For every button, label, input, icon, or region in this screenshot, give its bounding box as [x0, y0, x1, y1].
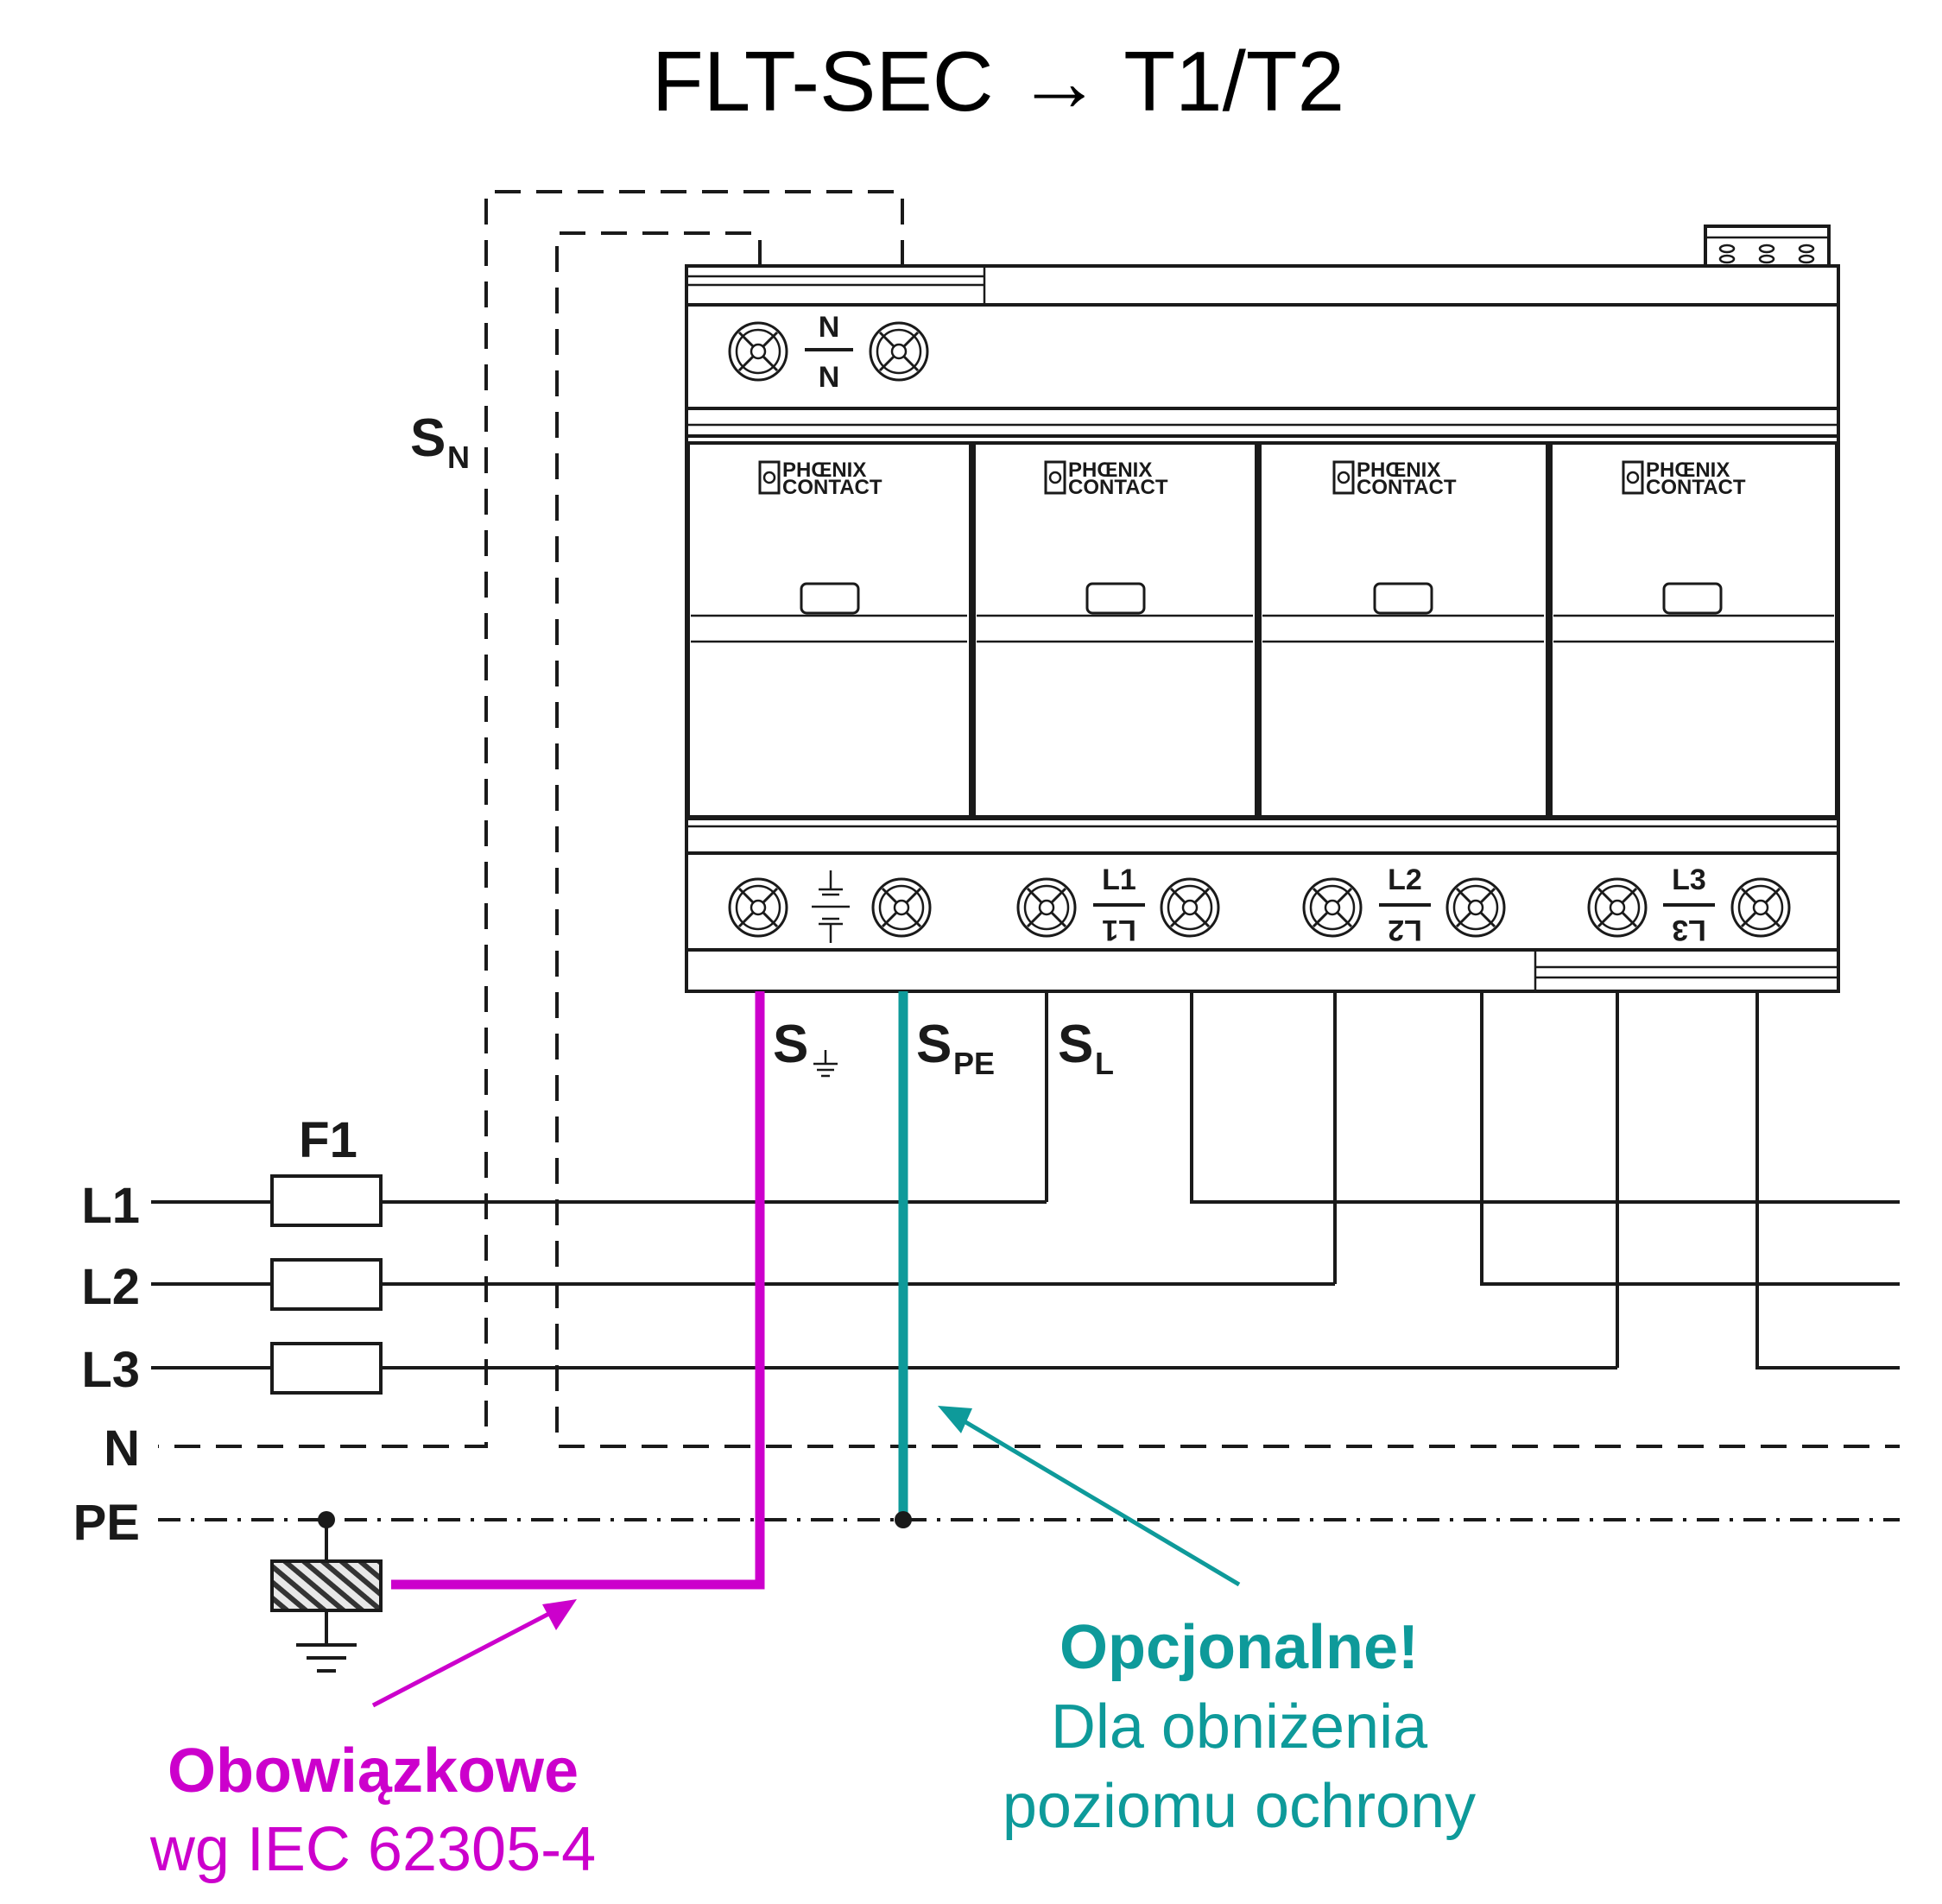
arrow-icon: [938, 1406, 1241, 1587]
optional-line1: Dla obniżenia: [1051, 1692, 1428, 1762]
status-window: [1085, 582, 1146, 615]
l2-terminal-top-label: L2: [1388, 863, 1422, 896]
arrow-icon: [371, 1599, 577, 1708]
brand-logo-icon: [1622, 460, 1644, 495]
module-brand-line2: CONTACT: [1068, 476, 1168, 499]
screw-terminal-icon: [1016, 877, 1077, 938]
brand-logo-icon: [1044, 460, 1066, 495]
l1-terminal: L1 L1: [1016, 863, 1220, 946]
brand-logo-icon: [758, 460, 781, 495]
l1-terminal-top-label: L1: [1102, 863, 1136, 896]
svg-text:PE: PE: [953, 1046, 995, 1081]
module-1: PHŒNIX CONTACT: [686, 441, 972, 819]
l3-terminal: L3 L3: [1587, 863, 1791, 946]
screw-terminal-icon: [728, 877, 788, 938]
mandatory-text: wg IEC 62305-4: [149, 1815, 596, 1884]
wire-label-s-l: S L: [1058, 1015, 1114, 1081]
earth-ground-icon: [813, 1050, 838, 1078]
l3-terminal-bottom-label: L3: [1672, 914, 1706, 946]
line-label-n: N: [104, 1420, 140, 1477]
status-window: [1662, 582, 1723, 615]
earth-ground-icon: [812, 870, 850, 943]
svg-text:N: N: [447, 440, 470, 475]
screw-terminal-icon: [1730, 877, 1791, 938]
optional-title: Opcjonalne!: [1060, 1613, 1419, 1682]
l1-terminal-bottom-label: L1: [1102, 914, 1136, 946]
brand-logo-icon: [1332, 460, 1355, 495]
module-4: PHŒNIX CONTACT: [1549, 441, 1838, 819]
l3-terminal-top-label: L3: [1672, 863, 1706, 896]
optional-line2: poziomu ochrony: [1003, 1772, 1476, 1841]
ground-terminal: [728, 870, 932, 943]
bus-lines: [151, 991, 1900, 1521]
module-2: PHŒNIX CONTACT: [972, 441, 1258, 819]
n-terminal-top-label: N: [819, 311, 840, 344]
module-brand-line2: CONTACT: [1646, 476, 1746, 499]
fuse-l1: [270, 1174, 383, 1227]
wire-label-s-pe: S PE: [916, 1015, 995, 1081]
l2-terminal-bottom-label: L2: [1388, 914, 1422, 946]
equipotential-bar-icon: [270, 1511, 383, 1673]
screw-terminal-icon: [871, 877, 932, 938]
screw-terminal-icon: [1302, 877, 1363, 938]
module-brand-line2: CONTACT: [1357, 476, 1457, 499]
n-terminal: N N: [728, 311, 929, 394]
line-label-l2: L2: [81, 1259, 140, 1315]
screw-terminal-icon: [728, 321, 788, 382]
module-brand-line2: CONTACT: [782, 476, 882, 499]
line-label-l1: L1: [81, 1178, 140, 1234]
fuses: F1: [270, 1112, 383, 1395]
status-window: [1373, 582, 1433, 615]
module-brand-line1: PHŒNIX: [782, 459, 866, 482]
optional-pe-wire: [895, 991, 912, 1528]
wire-label-sn: S N: [410, 408, 470, 475]
diagram-title: FLT-SEC → T1/T2: [652, 34, 1344, 129]
module-3: PHŒNIX CONTACT: [1258, 441, 1549, 819]
svg-text:S: S: [410, 408, 446, 468]
screw-terminal-icon: [869, 321, 929, 382]
status-window: [800, 582, 860, 615]
screw-terminal-icon: [1445, 877, 1506, 938]
module-brand-line1: PHŒNIX: [1357, 459, 1440, 482]
svg-text:S: S: [773, 1015, 808, 1074]
l2-terminal: L2 L2: [1302, 863, 1506, 946]
svg-text:L: L: [1095, 1046, 1114, 1081]
mandatory-annotation: Obowiązkowe wg IEC 62305-4: [149, 1736, 596, 1884]
fuse-l2: [270, 1258, 383, 1311]
mandatory-title: Obowiązkowe: [168, 1736, 579, 1806]
optional-annotation: Opcjonalne! Dla obniżenia poziomu ochron…: [1003, 1613, 1476, 1841]
wire-label-s-ground: S: [773, 1015, 838, 1078]
n-wires: [158, 190, 1900, 1448]
line-label-l3: L3: [81, 1342, 140, 1398]
svg-text:S: S: [916, 1015, 952, 1074]
svg-text:S: S: [1058, 1015, 1093, 1074]
mandatory-ground-wire: [391, 991, 765, 1590]
fuse-label: F1: [299, 1112, 357, 1168]
screw-terminal-icon: [1160, 877, 1220, 938]
screw-terminal-icon: [1587, 877, 1648, 938]
line-label-pe: PE: [73, 1495, 140, 1551]
module-brand-line1: PHŒNIX: [1646, 459, 1730, 482]
n-terminal-bottom-label: N: [819, 361, 840, 394]
fuse-l3: [270, 1342, 383, 1395]
module-brand-line1: PHŒNIX: [1068, 459, 1152, 482]
